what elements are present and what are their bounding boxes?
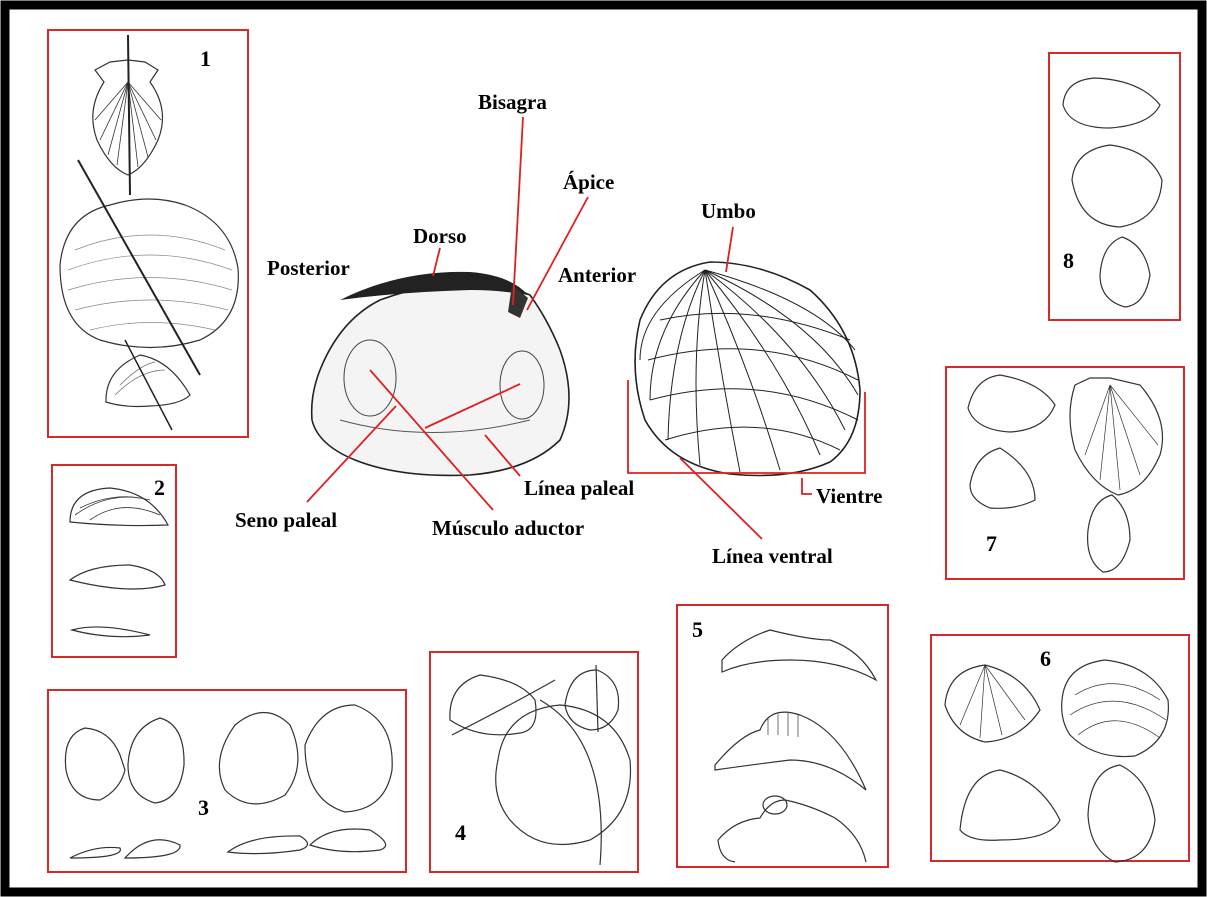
label-linea-ventral: Línea ventral	[712, 546, 833, 567]
panel-7-shells	[968, 375, 1163, 572]
leader-apice	[527, 197, 588, 310]
panel-number-8: 8	[1063, 250, 1074, 272]
label-anterior: Anterior	[558, 265, 636, 286]
panel-6-shells	[945, 660, 1168, 862]
label-vientre: Vientre	[816, 486, 882, 507]
outer-valve-drawing	[635, 262, 860, 476]
label-apice: Ápice	[563, 172, 614, 193]
label-musculo-aductor: Músculo aductor	[432, 518, 584, 539]
label-umbo: Umbo	[701, 201, 756, 222]
panel-3-box	[48, 690, 406, 872]
panel-4-shells	[450, 665, 631, 865]
panel-1-shells	[60, 35, 238, 430]
panel-boxes	[48, 30, 1189, 872]
label-bisagra: Bisagra	[478, 92, 547, 113]
leader-dorso	[433, 248, 440, 276]
label-dorso: Dorso	[413, 226, 467, 247]
panel-number-4: 4	[455, 822, 466, 844]
panel-number-1: 1	[200, 48, 211, 70]
panel-3-shells	[65, 705, 392, 858]
panel-number-6: 6	[1040, 648, 1051, 670]
panel-5-box	[677, 605, 888, 867]
panel-5-hinges	[715, 630, 876, 862]
panel-number-5: 5	[692, 619, 703, 641]
panel-2-shells	[70, 488, 168, 637]
label-posterior: Posterior	[267, 258, 350, 279]
panel-number-2: 2	[154, 477, 165, 499]
panel-1-box	[48, 30, 248, 437]
panel-7-box	[946, 367, 1184, 579]
leader-bisagra	[513, 117, 523, 305]
label-linea-paleal: Línea paleal	[524, 478, 634, 499]
panel-8-box	[1049, 53, 1180, 320]
panel-number-3: 3	[198, 797, 209, 819]
panel-8-shells	[1063, 78, 1162, 307]
leader-vientre	[802, 478, 812, 494]
label-seno-paleal: Seno paleal	[235, 510, 337, 531]
panel-number-7: 7	[986, 533, 997, 555]
